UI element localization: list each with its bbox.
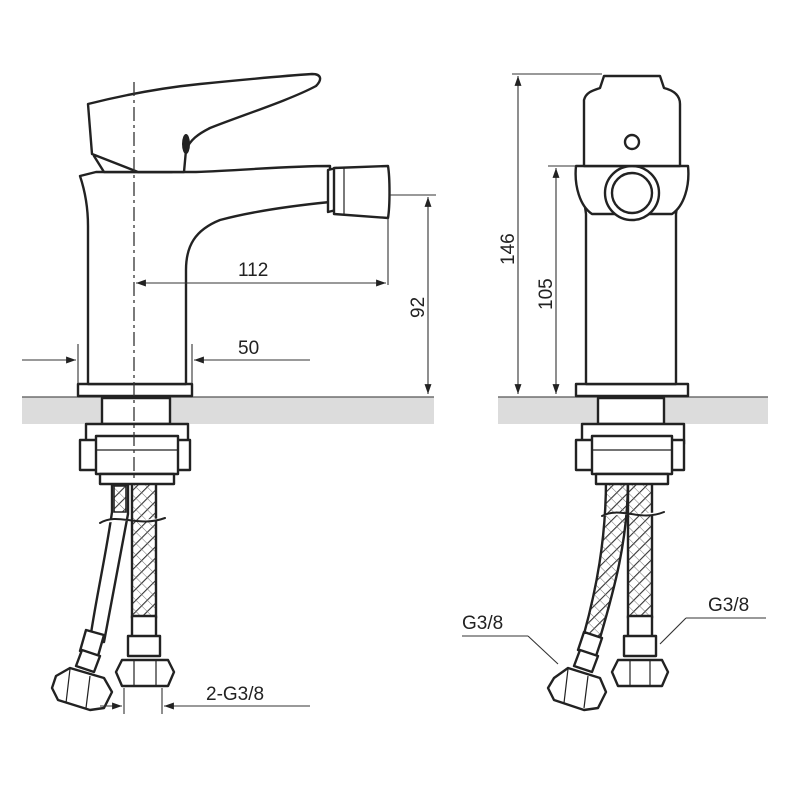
lever-handle-front xyxy=(582,74,682,168)
faucet-body-side xyxy=(76,164,338,398)
label-g38-right-text: G3/8 xyxy=(708,595,749,616)
hose-end-fitting-right-front xyxy=(610,614,670,688)
countertop-left xyxy=(22,396,434,424)
dimension-105: 105 xyxy=(536,165,576,394)
dimension-112: 112 xyxy=(136,218,389,287)
front-view: 146 105 G3/8 G3/8 xyxy=(462,73,768,712)
dimension-2-g38-label: 2-G3/8 xyxy=(206,684,264,705)
aerator-front xyxy=(603,164,661,222)
hose-end-fitting-left xyxy=(50,628,114,712)
hose-left-side xyxy=(88,483,130,644)
dimension-92: 92 xyxy=(390,194,436,394)
dimension-112-label: 112 xyxy=(238,260,268,281)
dimension-50: 50 xyxy=(22,338,310,384)
hose-end-fitting-right xyxy=(114,614,176,688)
label-g38-right: G3/8 xyxy=(659,595,766,645)
hose-right-front xyxy=(601,478,665,620)
hose-left-front xyxy=(582,478,630,640)
dimension-2-g38: 2-G3/8 xyxy=(100,684,310,714)
hose-end-fitting-left-front xyxy=(546,630,608,712)
dimension-105-label: 105 xyxy=(536,278,557,310)
label-g38-left: G3/8 xyxy=(462,613,559,665)
dimension-146-label: 146 xyxy=(498,233,519,265)
lever-handle-side xyxy=(86,72,322,174)
dimension-146: 146 xyxy=(498,73,602,394)
side-view: 112 92 50 2-G3/8 xyxy=(22,72,436,714)
dimension-50-label: 50 xyxy=(238,338,259,359)
dimension-92-label: 92 xyxy=(408,297,429,318)
mounting-nut-front xyxy=(574,396,686,486)
label-g38-left-text: G3/8 xyxy=(462,613,503,634)
aerator-side xyxy=(332,164,391,220)
mounting-nut-side xyxy=(78,396,192,486)
